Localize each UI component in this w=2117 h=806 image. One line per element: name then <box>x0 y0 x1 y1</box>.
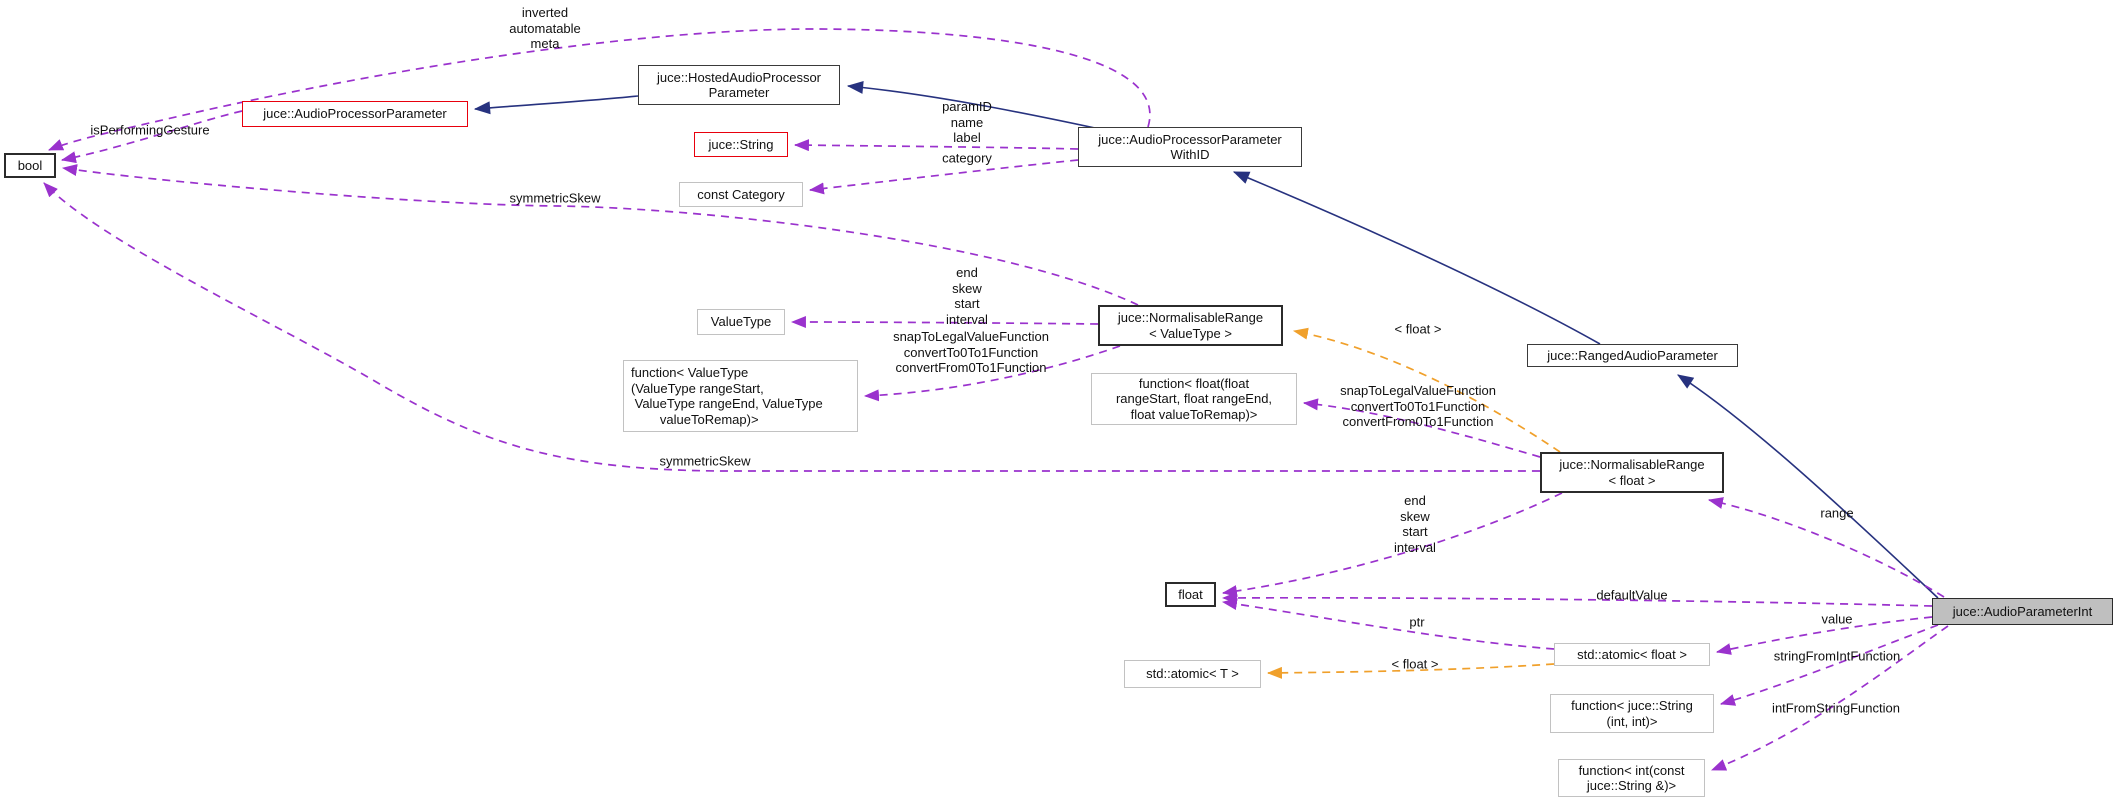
edge-usage-normalisablerange-float-to-float-end-skew-start-interval <box>1221 492 1563 598</box>
node-juce-string[interactable]: juce::String <box>694 132 788 157</box>
node-function-string-int-int: function< juce::String (int, int)> <box>1550 694 1714 733</box>
edge-label-value: value <box>1821 611 1853 627</box>
edge-usage-audioparameterint-to-float-defaultvalue <box>1221 591 1933 607</box>
node-normalisable-range-float-label: juce::NormalisableRange < float > <box>1559 457 1705 488</box>
node-const-category: const Category <box>679 182 803 207</box>
edge-label-end-skew-start-interval-valuetype: end skew start interval <box>946 265 988 327</box>
edge-label-default-value: defaultValue <box>1596 587 1668 603</box>
node-value-type: ValueType <box>697 309 785 335</box>
node-audio-processor-parameter[interactable]: juce::AudioProcessorParameter <box>242 101 468 127</box>
edge-usage-withid-to-category <box>808 159 1079 195</box>
edge-usage-normalisablerange-float-to-function-float <box>1302 398 1541 458</box>
node-audio-processor-parameter-with-id[interactable]: juce::AudioProcessorParameter WithID <box>1078 127 1302 167</box>
node-function-value-type-label: function< ValueType (ValueType rangeStar… <box>631 365 823 427</box>
node-function-int-const-string: function< int(const juce::String &)> <box>1558 759 1705 797</box>
edge-label-string-from-int-function: stringFromIntFunction <box>1773 648 1901 664</box>
edge-usage-normalisablerange-valuetype-to-bool-symmetricskew <box>61 164 1139 306</box>
edge-label-symmetric-skew-upper: symmetricSkew <box>509 190 601 206</box>
node-function-float-label: function< float(float rangeStart, float … <box>1115 375 1273 422</box>
node-const-category-label: const Category <box>697 186 785 202</box>
node-audio-processor-parameter-with-id-label: juce::AudioProcessorParameter WithID <box>1098 131 1282 163</box>
node-bool: bool <box>4 153 56 178</box>
node-normalisable-range-float[interactable]: juce::NormalisableRange < float > <box>1540 452 1724 493</box>
edge-label-template-float-upper: < float > <box>1394 321 1442 337</box>
edge-label-int-from-string-function: intFromStringFunction <box>1772 700 1900 716</box>
edge-usage-audioparameterint-to-function-int-intfromstring <box>1711 625 1949 771</box>
node-std-atomic-float: std::atomic< float > <box>1554 643 1710 666</box>
edge-inherit-audioparameterint-to-ranged <box>1677 374 1939 599</box>
node-bool-label: bool <box>17 157 43 173</box>
edge-label-is-performing-gesture: isPerformingGesture <box>90 122 210 138</box>
node-std-atomic-float-label: std::atomic< float > <box>1577 646 1687 662</box>
edge-usage-withid-to-string-paramid-name-label <box>793 139 1079 152</box>
node-std-atomic-t: std::atomic< T > <box>1124 660 1261 688</box>
node-std-atomic-t-label: std::atomic< T > <box>1146 666 1239 682</box>
node-float-label: float <box>1178 586 1203 602</box>
edge-usage-normalisablerange-valuetype-to-valuetype <box>790 316 1099 329</box>
node-function-value-type: function< ValueType (ValueType rangeStar… <box>623 360 858 432</box>
edge-label-snap-convert-valuetype: snapToLegalValueFunction convertTo0To1Fu… <box>893 328 1049 375</box>
node-hosted-audio-processor-parameter-label: juce::HostedAudioProcessor Parameter <box>656 69 822 101</box>
node-value-type-label: ValueType <box>710 314 772 330</box>
edge-usage-audioparameterint-to-atomicfloat-value <box>1715 616 1933 655</box>
edge-label-inverted-automatable-meta: inverted automatable meta <box>509 4 581 51</box>
edge-label-category: category <box>942 150 992 166</box>
edge-label-end-skew-start-interval-float: end skew start interval <box>1394 493 1436 555</box>
node-function-string-int-int-label: function< juce::String (int, int)> <box>1571 698 1693 729</box>
edge-usage-normalisablerange-valuetype-to-function-valuetype <box>863 345 1121 402</box>
edge-usage-atomicfloat-to-float-ptr <box>1221 598 1555 650</box>
edge-template-normalisablerange-float-to-valuetype <box>1292 327 1561 453</box>
edge-usage-audioprocessorparameter-to-bool-isperforminggesture <box>60 110 243 164</box>
node-hosted-audio-processor-parameter[interactable]: juce::HostedAudioProcessor Parameter <box>638 65 840 105</box>
edge-template-atomicfloat-to-atomict <box>1266 663 1555 679</box>
edge-label-paramid-name-label: paramID name label <box>942 98 992 145</box>
edge-label-symmetric-skew-lower: symmetricSkew <box>659 453 751 469</box>
edge-usage-audioparameterint-to-function-string-stringfromint <box>1719 624 1939 706</box>
node-audio-processor-parameter-label: juce::AudioProcessorParameter <box>263 106 447 122</box>
node-normalisable-range-value-type-label: juce::NormalisableRange < ValueType > <box>1117 310 1264 341</box>
edge-label-ptr: ptr <box>1409 614 1425 630</box>
node-function-float: function< float(float rangeStart, float … <box>1091 373 1297 425</box>
node-ranged-audio-parameter-label: juce::RangedAudioParameter <box>1547 347 1718 363</box>
node-audio-parameter-int: juce::AudioParameterInt <box>1932 598 2113 625</box>
edge-label-range: range <box>1820 505 1854 521</box>
edge-usage-withid-to-bool-inverted-automatable-meta <box>48 28 1151 151</box>
node-float: float <box>1165 582 1216 607</box>
edge-label-snap-convert-float: snapToLegalValueFunction convertTo0To1Fu… <box>1340 382 1496 429</box>
node-ranged-audio-parameter[interactable]: juce::RangedAudioParameter <box>1527 344 1738 367</box>
edge-inherit-hosted-to-audioprocessorparameter <box>473 95 639 115</box>
node-normalisable-range-value-type[interactable]: juce::NormalisableRange < ValueType > <box>1098 305 1283 346</box>
edge-label-template-float-lower: < float > <box>1391 656 1439 672</box>
node-juce-string-label: juce::String <box>708 136 774 152</box>
edge-inherit-withid-to-hosted <box>846 80 1096 129</box>
edge-inherit-ranged-to-withid <box>1232 171 1601 345</box>
node-audio-parameter-int-label: juce::AudioParameterInt <box>1952 603 2093 619</box>
node-function-int-const-string-label: function< int(const juce::String &)> <box>1578 762 1685 794</box>
